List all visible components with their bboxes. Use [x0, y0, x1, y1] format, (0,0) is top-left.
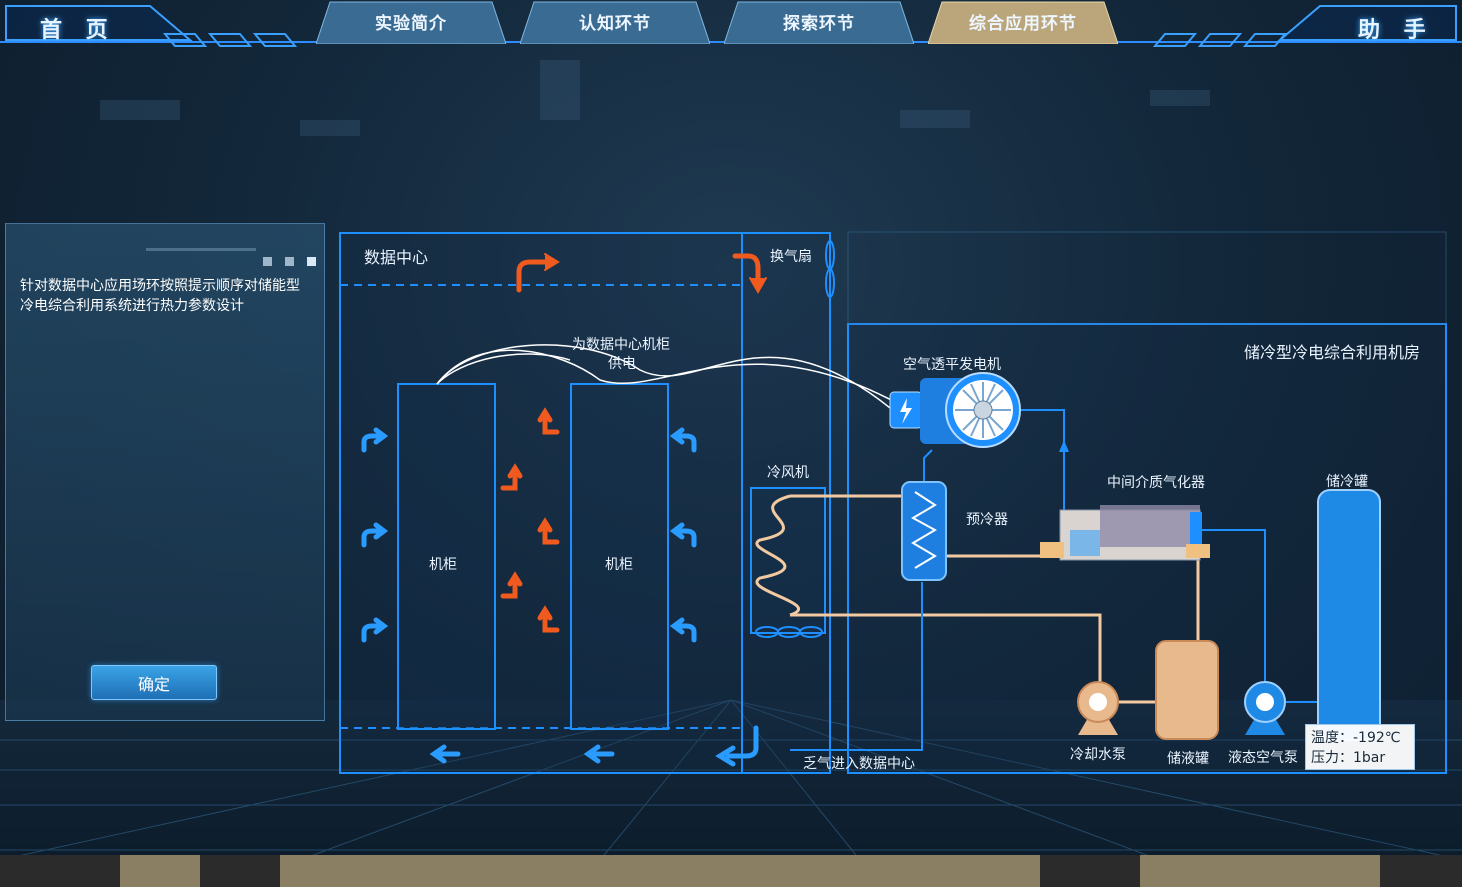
confirm-button[interactable]: 确定	[91, 665, 217, 700]
pressure-readout: 压力：1bar	[1311, 750, 1386, 766]
task-instruction: 针对数据中心应用场环按照提示顺序对储能型冷电综合利用系统进行热力参数设计	[20, 278, 300, 314]
vaporizer-label: 中间介质气化器	[1107, 475, 1205, 491]
liquid-air-pump-label: 液态空气泵	[1228, 750, 1298, 766]
cooling-water-pump-label: 冷却水泵	[1070, 747, 1126, 763]
tab-intro[interactable]: 实验简介	[316, 0, 506, 44]
tab-intro-label: 实验简介	[375, 13, 447, 34]
precooler-label: 预冷器	[966, 512, 1008, 528]
tab-exploration[interactable]: 探索环节	[724, 0, 914, 44]
home-button[interactable]: 首 页	[40, 18, 116, 43]
tab-exploration-label: 探索环节	[783, 13, 855, 34]
tank-readout: 温度：-192℃ 压力：1bar	[1305, 724, 1415, 770]
power-note-line1: 为数据中心机柜	[572, 337, 670, 353]
air-inlet-note: 乏气进入数据中心	[803, 756, 915, 772]
nav-frame	[0, 5, 1462, 47]
power-note-line2: 供电	[608, 356, 636, 372]
progress-dot	[307, 257, 316, 266]
liquid-tank-label: 储液罐	[1167, 751, 1209, 767]
tab-application[interactable]: 综合应用环节	[928, 0, 1118, 44]
top-navigation: 首 页 助 手 实验简介 认知环节 探索环节 综合应用环节	[0, 0, 1462, 60]
cabinet-1-label: 机柜	[429, 557, 457, 573]
temperature-readout: 温度：-192℃	[1311, 730, 1401, 746]
progress-dot	[285, 257, 294, 266]
progress-dot	[263, 257, 272, 266]
tab-cognition-label: 认知环节	[579, 13, 651, 34]
data-center-title: 数据中心	[364, 248, 429, 267]
panel-deco-stripe	[146, 248, 256, 251]
machine-room-title: 储冷型冷电综合利用机房	[1244, 343, 1421, 362]
task-panel: 针对数据中心应用场环按照提示顺序对储能型冷电综合利用系统进行热力参数设计 确定	[5, 223, 325, 721]
exhaust-fan-label: 换气扇	[770, 249, 812, 265]
help-button[interactable]: 助 手	[1358, 18, 1434, 43]
turbo-generator-label: 空气透平发电机	[903, 357, 1001, 373]
tab-cognition[interactable]: 认知环节	[520, 0, 710, 44]
cold-storage-tank-label: 储冷罐	[1326, 474, 1368, 490]
tab-application-label: 综合应用环节	[969, 13, 1077, 34]
panel-progress-dots	[250, 251, 316, 270]
cooling-unit-label: 冷风机	[767, 465, 809, 481]
cabinet-2-label: 机柜	[605, 557, 633, 573]
